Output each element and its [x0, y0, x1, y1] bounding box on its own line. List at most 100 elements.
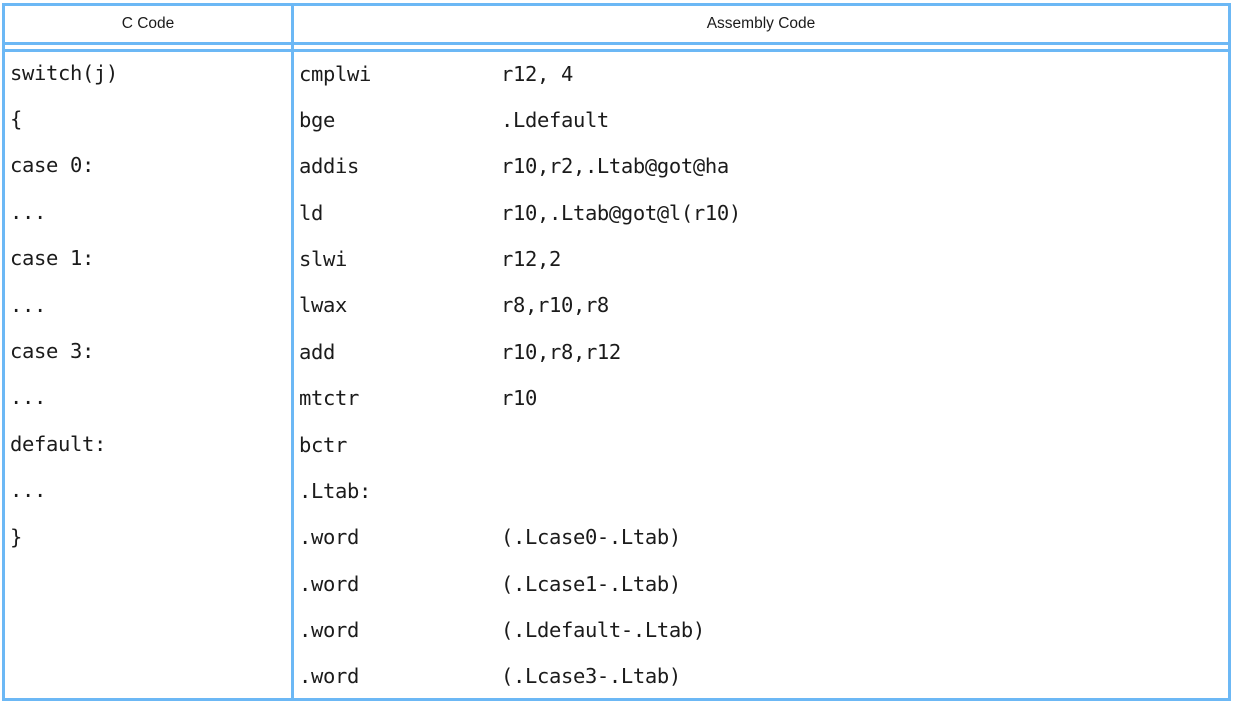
table-header: C Code Assembly Code [3, 4, 1230, 52]
header-double-rule [3, 43, 1230, 52]
assembly-code-cell: bctr [292, 421, 1230, 469]
assembly-line: bge .Ldefault [299, 110, 1228, 131]
assembly-line: .word (.Lcase1-.Ltab) [299, 574, 1228, 595]
assembly-operand: (.Ldefault-.Ltab) [501, 618, 705, 643]
assembly-code-cell: .word (.Lcase0-.Ltab) [292, 514, 1230, 561]
c-code-line: default: [10, 431, 106, 456]
assembly-code-cell: slwi r12,2 [292, 236, 1230, 283]
assembly-mnemonic: cmplwi [299, 62, 371, 87]
assembly-line: .word (.Ldefault-.Ltab) [299, 620, 1228, 641]
c-code-cell: case 3: [3, 328, 294, 376]
assembly-line: .word (.Lcase3-.Ltab) [299, 666, 1228, 687]
c-code-line: ... [10, 478, 46, 503]
assembly-mnemonic: .Ltab: [299, 478, 371, 503]
table-row: ... lwax r8,r10,r8 [3, 282, 1230, 329]
c-code-cell: switch(j) [3, 50, 294, 97]
assembly-mnemonic: ld [299, 200, 323, 225]
assembly-code-cell: .word (.Lcase1-.Ltab) [292, 560, 1230, 608]
c-code-cell: case 0: [3, 143, 294, 190]
column-header-assembly-code: Assembly Code [292, 4, 1230, 45]
table-row: .word (.Ldefault-.Ltab) [3, 607, 1230, 654]
assembly-mnemonic: bge [299, 107, 335, 132]
assembly-code-cell: bge .Ldefault [292, 96, 1230, 144]
assembly-line: .Ltab: [299, 481, 1228, 502]
code-comparison-table-container: C Code Assembly Code switch(j) cmplwi r12,… [2, 3, 1231, 701]
assembly-code-cell: add r10,r8,r12 [292, 328, 1230, 376]
c-code-line: switch(j) [10, 61, 118, 86]
assembly-operand: r10 [501, 386, 537, 411]
assembly-mnemonic: .word [299, 571, 359, 596]
assembly-code-cell: cmplwi r12, 4 [292, 50, 1230, 97]
assembly-code-cell: .Ltab: [292, 468, 1230, 515]
header-rule-c-cell [3, 43, 294, 52]
assembly-operand: (.Lcase1-.Ltab) [501, 571, 681, 596]
c-code-cell: default: [3, 421, 294, 469]
assembly-operand: r8,r10,r8 [501, 293, 609, 318]
assembly-operand: r10,r2,.Ltab@got@ha [501, 154, 729, 179]
table-row: case 1: slwi r12,2 [3, 236, 1230, 283]
assembly-mnemonic: .word [299, 525, 359, 550]
c-code-line: ... [10, 199, 46, 224]
assembly-line: add r10,r8,r12 [299, 342, 1228, 363]
c-code-cell [3, 560, 294, 608]
assembly-mnemonic: addis [299, 154, 359, 179]
c-code-line: case 0: [10, 153, 94, 178]
assembly-operand: r12,2 [501, 247, 561, 271]
c-code-cell: case 1: [3, 236, 294, 283]
assembly-line: mtctr r10 [299, 388, 1228, 409]
assembly-code-cell: mtctr r10 [292, 375, 1230, 422]
assembly-line: ld r10,.Ltab@got@l(r10) [299, 203, 1228, 224]
c-code-line: ... [10, 292, 46, 317]
table-row: { bge .Ldefault [3, 96, 1230, 144]
table-row: case 3: add r10,r8,r12 [3, 328, 1230, 376]
c-code-cell: ... [3, 282, 294, 329]
c-code-cell [3, 653, 294, 700]
table-row: default: bctr [3, 421, 1230, 469]
assembly-line: bctr [299, 435, 1228, 456]
table-row: case 0: addis r10,r2,.Ltab@got@ha [3, 143, 1230, 190]
c-code-cell: ... [3, 189, 294, 237]
table-row: }.word (.Lcase0-.Ltab) [3, 514, 1230, 561]
c-code-cell: { [3, 96, 294, 144]
table-header-row: C Code Assembly Code [3, 4, 1230, 45]
assembly-mnemonic: bctr [299, 432, 347, 457]
assembly-mnemonic: .word [299, 618, 359, 643]
assembly-code-cell: addis r10,r2,.Ltab@got@ha [292, 143, 1230, 190]
table-row: ... .Ltab: [3, 468, 1230, 515]
assembly-operand: (.Lcase0-.Ltab) [501, 525, 681, 550]
c-code-cell: } [3, 514, 294, 561]
c-code-cell: ... [3, 375, 294, 422]
assembly-mnemonic: mtctr [299, 386, 359, 411]
assembly-mnemonic: add [299, 339, 335, 364]
table-row: switch(j) cmplwi r12, 4 [3, 50, 1230, 97]
assembly-operand: .Ldefault [501, 107, 609, 132]
table-body: switch(j) cmplwi r12, 4 { bge .Ldefault case 0… [3, 50, 1230, 700]
assembly-mnemonic: .word [299, 663, 359, 688]
table-row: .word (.Lcase3-.Ltab) [3, 653, 1230, 700]
assembly-line: lwax r8,r10,r8 [299, 295, 1228, 316]
c-code-line: { [10, 107, 22, 132]
assembly-code-cell: lwax r8,r10,r8 [292, 282, 1230, 329]
assembly-mnemonic: lwax [299, 293, 347, 318]
assembly-operand: r12, 4 [501, 62, 573, 87]
c-code-line: case 3: [10, 339, 94, 364]
table-row: ... ld r10,.Ltab@got@l(r10) [3, 189, 1230, 237]
assembly-code-cell: ld r10,.Ltab@got@l(r10) [292, 189, 1230, 237]
assembly-code-cell: .word (.Ldefault-.Ltab) [292, 607, 1230, 654]
assembly-operand: (.Lcase3-.Ltab) [501, 663, 681, 688]
c-code-cell: ... [3, 468, 294, 515]
code-comparison-table: C Code Assembly Code switch(j) cmplwi r12,… [2, 3, 1231, 701]
assembly-mnemonic: slwi [299, 247, 347, 271]
assembly-line: .word (.Lcase0-.Ltab) [299, 527, 1228, 548]
column-header-c-code: C Code [3, 4, 294, 45]
header-rule-assembly-cell [292, 43, 1230, 52]
assembly-line: cmplwi r12, 4 [299, 64, 1228, 85]
assembly-code-cell: .word (.Lcase3-.Ltab) [292, 653, 1230, 700]
assembly-operand: r10,.Ltab@got@l(r10) [501, 200, 741, 225]
assembly-operand: r10,r8,r12 [501, 339, 621, 364]
c-code-cell [3, 607, 294, 654]
table-row: ... mtctr r10 [3, 375, 1230, 422]
assembly-line: addis r10,r2,.Ltab@got@ha [299, 156, 1228, 177]
c-code-line: ... [10, 385, 46, 410]
c-code-line: case 1: [10, 246, 94, 271]
